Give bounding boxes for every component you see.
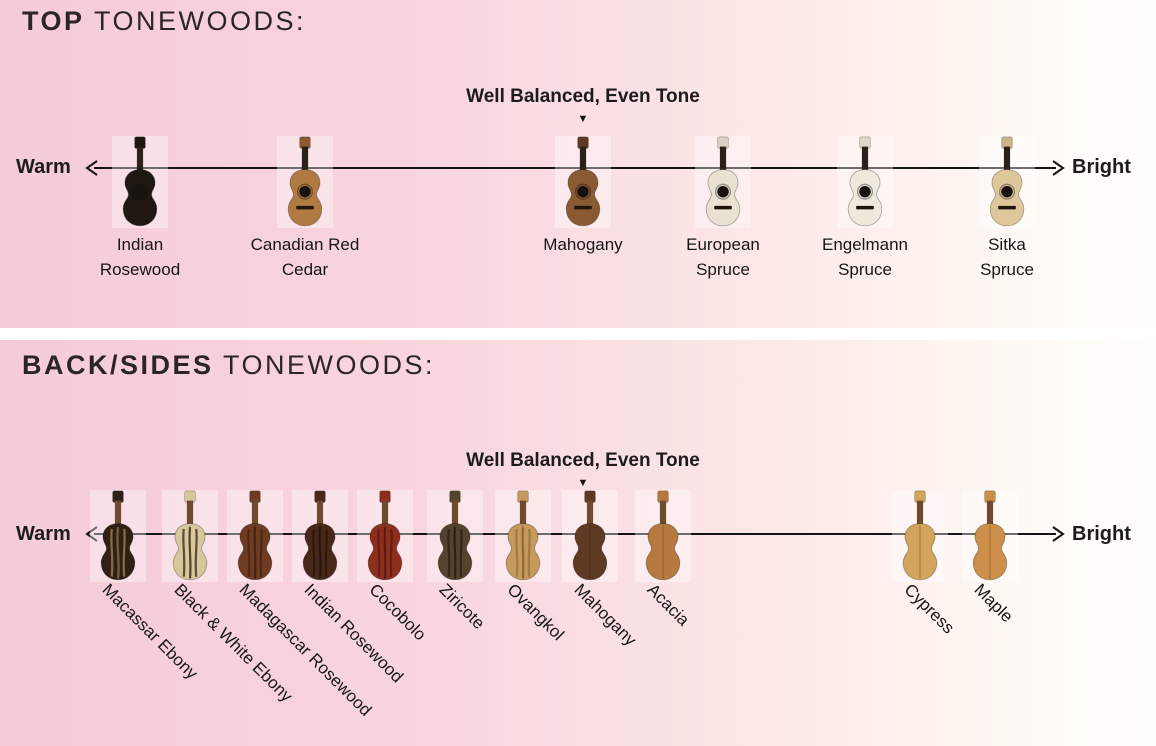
tonewood-label-mahogany: Mahogany	[543, 235, 623, 254]
tonewood-label-ziricote: Ziricote	[435, 580, 489, 633]
guitar-cocobolo	[357, 490, 413, 582]
axis-arrow-left	[85, 160, 98, 176]
tonewood-label-ovangkol: Ovangkol	[503, 580, 568, 645]
down-triangle-icon: ▼	[577, 477, 589, 489]
warm-bright-axis	[85, 160, 1065, 176]
tonewood-label-cocobolo: Cocobolo	[365, 580, 430, 645]
guitar-cypress	[892, 490, 948, 582]
guitar-mahogany	[562, 490, 618, 582]
section-title-rest: TONEWOODS:	[84, 6, 307, 36]
guitar-indian-rosewood	[292, 490, 348, 582]
down-triangle-icon: ▼	[577, 113, 589, 125]
guitar-macassar-ebony	[90, 490, 146, 582]
guitar-maple	[962, 490, 1018, 582]
warm-axis-label: Warm	[16, 523, 71, 545]
tonewood-label-cypress: Cypress	[900, 580, 959, 638]
tonewood-label-maple: Maple	[970, 580, 1017, 627]
axis-arrow-right	[1052, 160, 1065, 176]
guitar-sitka-spruce	[979, 136, 1035, 228]
guitar-canadian-red-cedar	[277, 136, 333, 228]
bright-axis-label: Bright	[1072, 156, 1131, 178]
tonewood-label-black-white-ebony: Black & White Ebony	[170, 580, 297, 706]
tonewood-label-madagascar-rosewood: Madagascar Rosewood	[235, 580, 376, 720]
warm-axis-label: Warm	[16, 156, 71, 178]
balanced-tone-label: Well Balanced, Even Tone	[466, 450, 700, 471]
guitar-black-white-ebony	[162, 490, 218, 582]
guitar-engelmann-spruce	[837, 136, 893, 228]
bright-axis-label: Bright	[1072, 523, 1131, 545]
tonewood-label-acacia: Acacia	[643, 580, 694, 630]
tonewood-label-mahogany: Mahogany	[570, 580, 641, 650]
balanced-tone-callout: Well Balanced, Even Tone ▼	[373, 450, 793, 489]
top-tonewoods-section: TOP TONEWOODS: Well Balanced, Even Tone …	[0, 0, 1156, 328]
axis-arrow-left	[85, 526, 98, 542]
balanced-tone-label: Well Balanced, Even Tone	[466, 86, 700, 107]
section-title: TOP TONEWOODS:	[22, 6, 306, 37]
axis-arrow-right	[1052, 526, 1065, 542]
section-title-rest: TONEWOODS:	[213, 350, 436, 380]
guitar-indian-rosewood	[112, 136, 168, 228]
section-title: BACK/SIDES TONEWOODS:	[22, 350, 435, 381]
section-divider	[0, 328, 1156, 340]
back-sides-tonewoods-section: BACK/SIDES TONEWOODS: Well Balanced, Eve…	[0, 340, 1156, 746]
guitar-european-spruce	[695, 136, 751, 228]
section-title-bold: TOP	[22, 6, 85, 36]
guitar-ovangkol	[495, 490, 551, 582]
guitar-madagascar-rosewood	[227, 490, 283, 582]
guitar-acacia	[635, 490, 691, 582]
section-title-bold: BACK/SIDES	[22, 350, 214, 380]
guitar-mahogany	[555, 136, 611, 228]
balanced-tone-callout: Well Balanced, Even Tone ▼	[373, 86, 793, 125]
guitar-ziricote	[427, 490, 483, 582]
